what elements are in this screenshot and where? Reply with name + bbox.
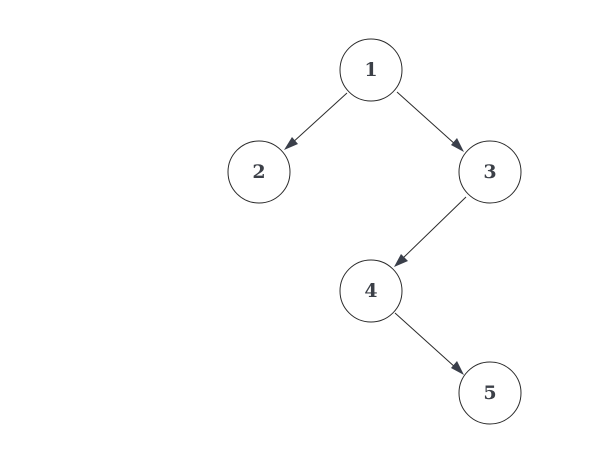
edge-line <box>396 91 457 146</box>
node-circle <box>339 259 403 323</box>
node-label: 5 <box>483 382 496 404</box>
arrow-head-icon <box>451 138 464 152</box>
node-label: 3 <box>483 161 496 183</box>
node-label: 1 <box>364 59 377 81</box>
node-label: 4 <box>364 280 377 302</box>
tree-node-3: 3 <box>458 140 522 204</box>
edge-line <box>290 92 348 145</box>
tree-node-1: 1 <box>339 38 403 102</box>
node-circle <box>339 38 403 102</box>
node-circle <box>227 140 291 204</box>
tree-node-4: 4 <box>339 259 403 323</box>
edge-4-to-5 <box>394 312 464 375</box>
edge-1-to-2 <box>284 92 348 150</box>
edge-1-to-3 <box>396 91 464 152</box>
node-circle <box>458 361 522 425</box>
tree-node-5: 5 <box>458 361 522 425</box>
arrow-head-icon <box>284 137 298 150</box>
tree-node-2: 2 <box>227 140 291 204</box>
node-label: 2 <box>252 161 265 183</box>
edges-group <box>284 91 467 375</box>
edge-line <box>394 312 457 369</box>
arrow-head-icon <box>451 361 464 375</box>
arrow-head-icon <box>394 254 408 267</box>
node-circle <box>458 140 522 204</box>
edge-3-to-4 <box>394 196 467 267</box>
edge-line <box>400 196 467 261</box>
nodes-group: 1 2 3 4 5 <box>227 38 522 425</box>
